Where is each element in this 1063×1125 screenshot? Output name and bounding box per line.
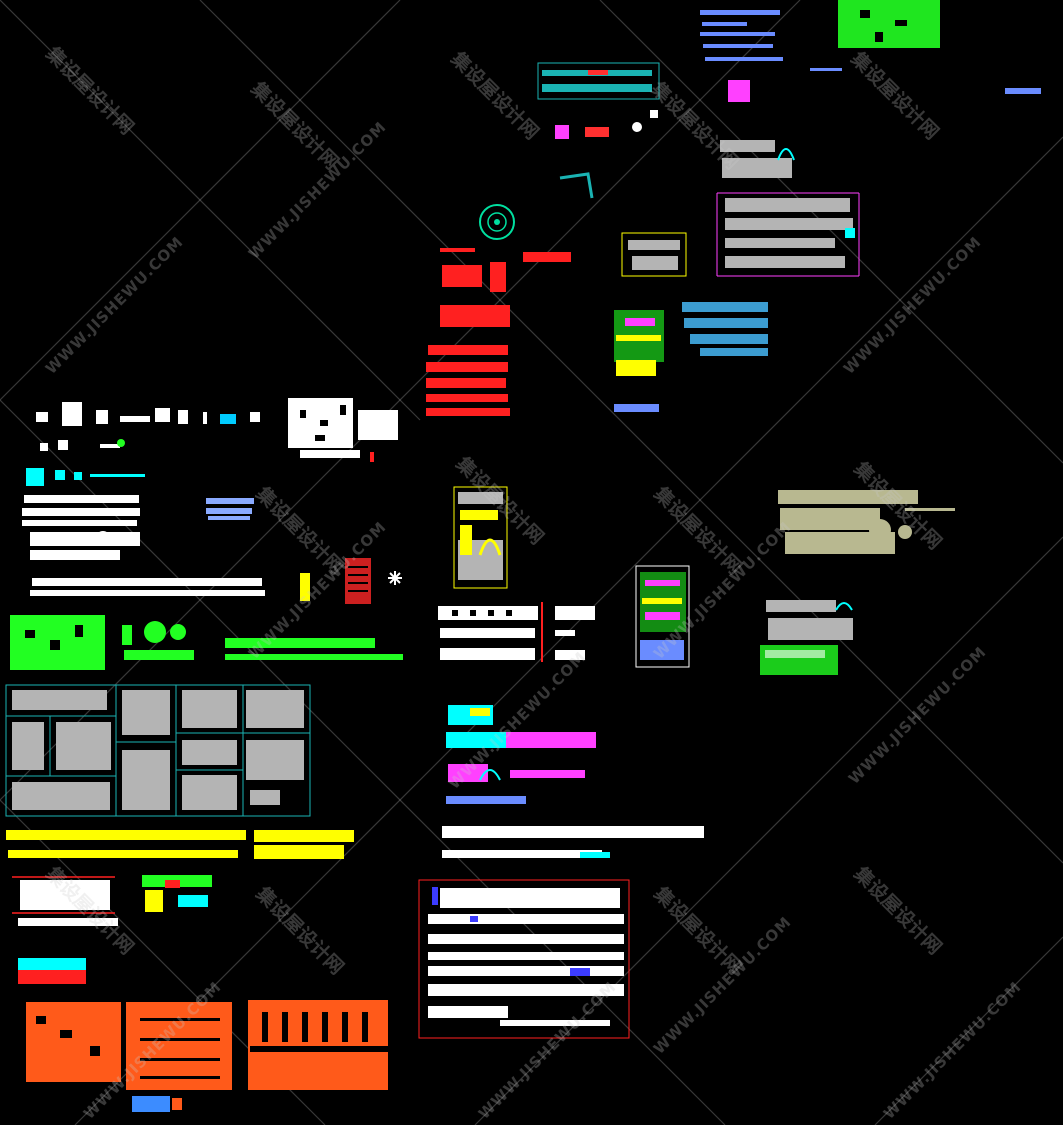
- rosette-ornament: [479, 204, 515, 240]
- frame-yellow-tall: [453, 486, 508, 589]
- blue-table-block: [132, 1096, 170, 1112]
- frame-red-catalog: [418, 879, 630, 1039]
- frame-cyan-grid: [5, 684, 311, 817]
- frame-top-cyan: [537, 62, 660, 100]
- red-stair-symbol: [345, 558, 371, 604]
- frame-white-tall: [635, 565, 690, 668]
- green-ornament-cluster: [838, 0, 940, 48]
- blue-ornament-rows: [700, 10, 1041, 94]
- frame-yellow-box: [621, 232, 687, 277]
